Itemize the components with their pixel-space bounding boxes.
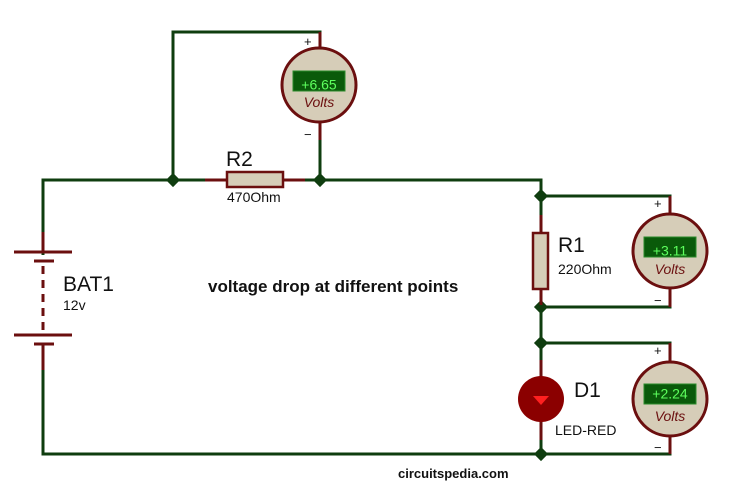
vm2-plus-label: +	[654, 196, 662, 211]
vm1-reading: +6.65	[301, 77, 337, 93]
junction-dot	[165, 172, 181, 188]
vm2-minus-label: −	[654, 293, 662, 308]
battery-value-label: 12v	[63, 297, 86, 313]
vm1-unit: Volts	[304, 94, 335, 110]
wire-vm3-minus	[541, 438, 672, 456]
wire-vm3-plus	[541, 341, 672, 360]
junction-dot	[533, 188, 549, 204]
r2-ref-label: R2	[226, 148, 253, 171]
vm3-minus-label: −	[654, 440, 662, 455]
r1-ref-label: R1	[558, 234, 585, 257]
d1-value-label: LED-RED	[555, 422, 616, 438]
vm1-minus-label: −	[304, 127, 312, 142]
led-d1[interactable]	[518, 360, 564, 440]
wire-left-bottom	[41, 345, 541, 456]
junction-dot	[533, 446, 549, 462]
junction-dot	[312, 172, 328, 188]
wire-vm2-plus	[541, 194, 672, 212]
footer-credit: circuitspedia.com	[398, 466, 509, 481]
voltmeter-r2[interactable]	[280, 32, 358, 140]
wire-left-top	[41, 178, 225, 255]
vm3-unit: Volts	[655, 408, 686, 424]
diagram-title: voltage drop at different points	[208, 277, 458, 296]
r1-value-label: 220Ohm	[558, 261, 612, 277]
vm3-plus-label: +	[654, 343, 662, 358]
battery-bat1[interactable]	[14, 232, 72, 370]
junctions	[165, 172, 549, 462]
junction-dot	[533, 299, 549, 315]
r2-value-label: 470Ohm	[227, 189, 281, 205]
vm3-reading: +2.24	[652, 386, 688, 402]
d1-ref-label: D1	[574, 379, 601, 402]
resistor-r2[interactable]	[205, 170, 305, 189]
voltmeter-d1[interactable]	[631, 343, 709, 454]
junction-dot	[533, 335, 549, 351]
battery-ref-label: BAT1	[63, 273, 114, 296]
wire-vm2-minus	[541, 290, 672, 309]
led-arrow-icon	[533, 396, 549, 405]
resistor-r1[interactable]	[531, 215, 550, 305]
wire-r2-right	[285, 178, 543, 230]
vm1-plus-label: +	[304, 34, 312, 49]
vm2-reading: +3.11	[653, 243, 688, 259]
voltmeter-r1[interactable]	[631, 196, 709, 307]
vm2-unit: Volts	[655, 261, 686, 277]
